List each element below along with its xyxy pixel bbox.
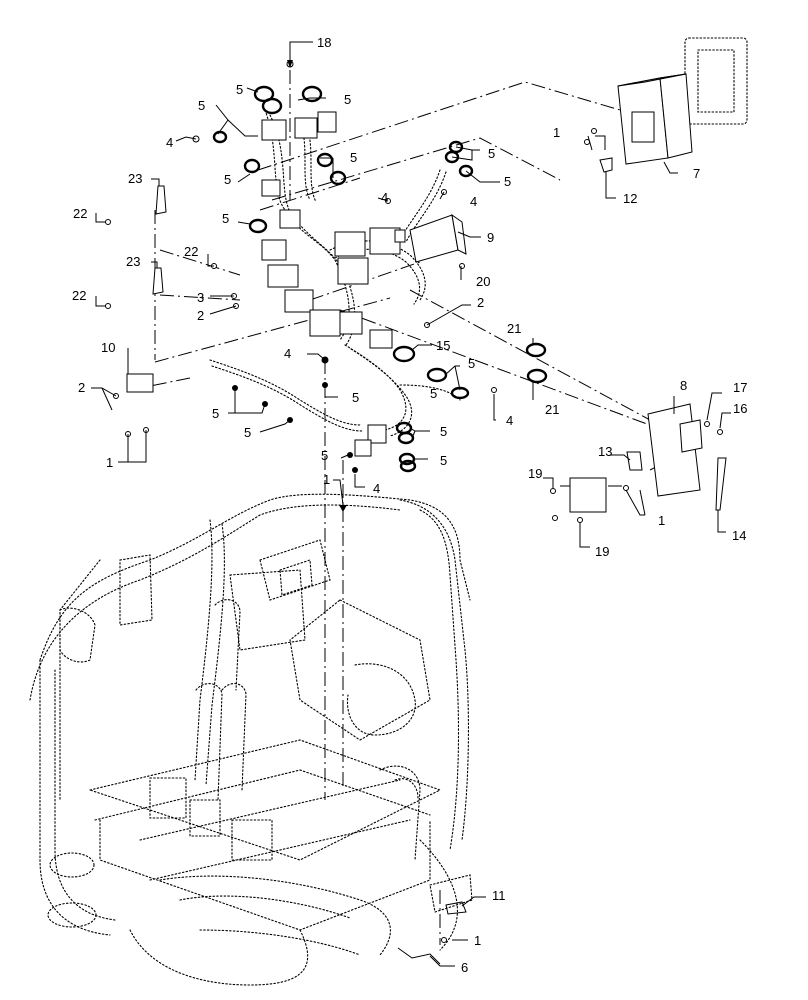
callout-22: 22 [73, 206, 87, 221]
callout-4: 4 [381, 190, 388, 205]
callout-15: 15 [436, 338, 450, 353]
callout-5: 5 [198, 98, 205, 113]
bracket-8 [647, 403, 703, 497]
bracket-9 [409, 213, 467, 263]
callout-1: 1 [553, 125, 560, 140]
callout-1: 1 [106, 455, 113, 470]
callout-10: 10 [101, 340, 115, 355]
arrow-marks [287, 60, 347, 512]
callout-4: 4 [373, 481, 380, 496]
callout-5: 5 [236, 82, 243, 97]
callout-9: 9 [487, 230, 494, 245]
callout-18: 18 [317, 35, 331, 50]
wiring-harness [209, 109, 461, 457]
callout-6: 6 [461, 960, 468, 975]
callout-8: 8 [680, 378, 687, 393]
callout-3: 3 [197, 290, 204, 305]
callout-5: 5 [344, 92, 351, 107]
leader-lines [91, 41, 731, 967]
callout-19: 19 [528, 466, 542, 481]
callout-17: 17 [733, 380, 747, 395]
callout-23: 23 [128, 171, 142, 186]
callout-21: 21 [545, 402, 559, 417]
callout-5: 5 [430, 386, 437, 401]
callout-5: 5 [440, 424, 447, 439]
callout-5: 5 [468, 356, 475, 371]
callout-5: 5 [440, 453, 447, 468]
callout-4: 4 [470, 194, 477, 209]
callout-16: 16 [733, 401, 747, 416]
callout-labels: 18 5 5 5 4 5 5 23 22 5 22 23 22 3 2 10 2… [72, 35, 747, 975]
callout-4: 4 [284, 346, 291, 361]
callout-5: 5 [212, 406, 219, 421]
callout-21: 21 [507, 321, 521, 336]
controller-housing [617, 37, 748, 165]
callout-5: 5 [350, 150, 357, 165]
callout-7: 7 [693, 166, 700, 181]
callout-5: 5 [224, 172, 231, 187]
callout-19: 19 [595, 544, 609, 559]
fasteners [105, 60, 727, 965]
callout-1: 1 [474, 933, 481, 948]
callout-13: 13 [598, 444, 612, 459]
callout-23: 23 [126, 254, 140, 269]
callout-5: 5 [244, 425, 251, 440]
callout-5: 5 [352, 390, 359, 405]
callout-1: 1 [323, 472, 330, 487]
callout-5: 5 [488, 146, 495, 161]
callout-20: 20 [476, 274, 490, 289]
callout-1: 1 [658, 513, 665, 528]
callout-4: 4 [166, 135, 173, 150]
cab-frame [29, 493, 473, 986]
callout-22: 22 [184, 244, 198, 259]
callout-5: 5 [222, 211, 229, 226]
callout-12: 12 [623, 191, 637, 206]
callout-11: 11 [492, 888, 506, 903]
callout-2: 2 [78, 380, 85, 395]
callout-5: 5 [321, 448, 328, 463]
callout-14: 14 [732, 528, 746, 543]
callout-5: 5 [504, 174, 511, 189]
callout-2: 2 [477, 295, 484, 310]
o-rings [212, 85, 548, 473]
callout-2: 2 [197, 308, 204, 323]
callout-22: 22 [72, 288, 86, 303]
callout-4: 4 [506, 413, 513, 428]
